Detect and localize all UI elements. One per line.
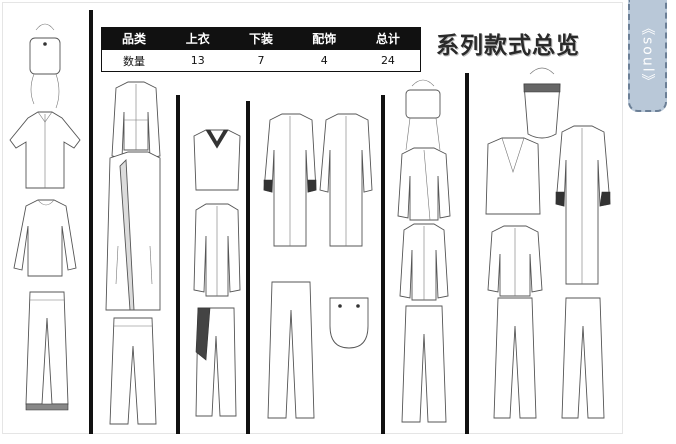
shirt-sketch-3 bbox=[487, 225, 543, 297]
divider-bar-3 bbox=[246, 101, 250, 434]
row-label-quantity: 数量 bbox=[101, 49, 167, 72]
count-tops: 13 bbox=[166, 49, 230, 72]
jeans-sketch-1 bbox=[109, 317, 157, 425]
long-sleeve-shirt-sketch-1 bbox=[193, 203, 241, 297]
divider-bar-4 bbox=[381, 95, 385, 434]
divider-bar-2 bbox=[176, 95, 180, 434]
page-frame bbox=[2, 2, 623, 434]
trousers-sketch-5 bbox=[561, 297, 605, 419]
bag-sketch-1 bbox=[29, 23, 61, 109]
long-coat-sketch-3 bbox=[555, 125, 611, 285]
fringed-trousers-sketch bbox=[195, 307, 237, 417]
cardigan-sketch-2 bbox=[485, 137, 541, 215]
bag-sketch-3 bbox=[523, 67, 561, 139]
header-bottoms: 下装 bbox=[229, 27, 293, 50]
count-total: 24 bbox=[355, 49, 421, 72]
short-sleeve-shirt-sketch bbox=[9, 111, 81, 189]
long-coat-sketch-1 bbox=[263, 113, 317, 247]
count-bottoms: 7 bbox=[229, 49, 293, 72]
brand-tab: 《soul》 bbox=[628, 0, 667, 112]
double-breasted-jacket-sketch bbox=[397, 147, 451, 221]
count-accessories: 4 bbox=[292, 49, 356, 72]
header-total: 总计 bbox=[355, 27, 421, 50]
long-cardigan-sketch bbox=[105, 151, 161, 311]
header-category: 品类 bbox=[101, 27, 167, 50]
vest-sketch bbox=[193, 129, 241, 191]
header-accessories: 配饰 bbox=[292, 27, 356, 50]
trousers-sketch-3 bbox=[401, 305, 447, 423]
trousers-sketch-1 bbox=[25, 291, 69, 411]
summary-header-row: 品类 上衣 下装 配饰 总计 bbox=[101, 27, 421, 50]
page-title: 系列款式总览 bbox=[436, 32, 580, 59]
trousers-sketch-2 bbox=[267, 281, 315, 419]
bag-sketch-2 bbox=[405, 79, 441, 151]
summary-count-row: 数量 13 7 4 24 bbox=[101, 49, 421, 72]
brand-label: 《soul》 bbox=[639, 20, 656, 90]
long-sleeve-shirt-sketch-2 bbox=[399, 223, 449, 301]
trousers-sketch-4 bbox=[493, 297, 537, 419]
header-tops: 上衣 bbox=[166, 27, 230, 50]
jacket-sketch-1 bbox=[111, 81, 161, 159]
divider-bar-5 bbox=[465, 73, 469, 434]
pouch-sketch bbox=[329, 297, 369, 349]
summary-table: 品类 上衣 下装 配饰 总计 数量 13 7 4 24 bbox=[101, 27, 421, 72]
long-coat-sketch-2 bbox=[319, 113, 373, 247]
divider-bar-1 bbox=[89, 10, 93, 434]
sweater-sketch bbox=[13, 199, 77, 277]
